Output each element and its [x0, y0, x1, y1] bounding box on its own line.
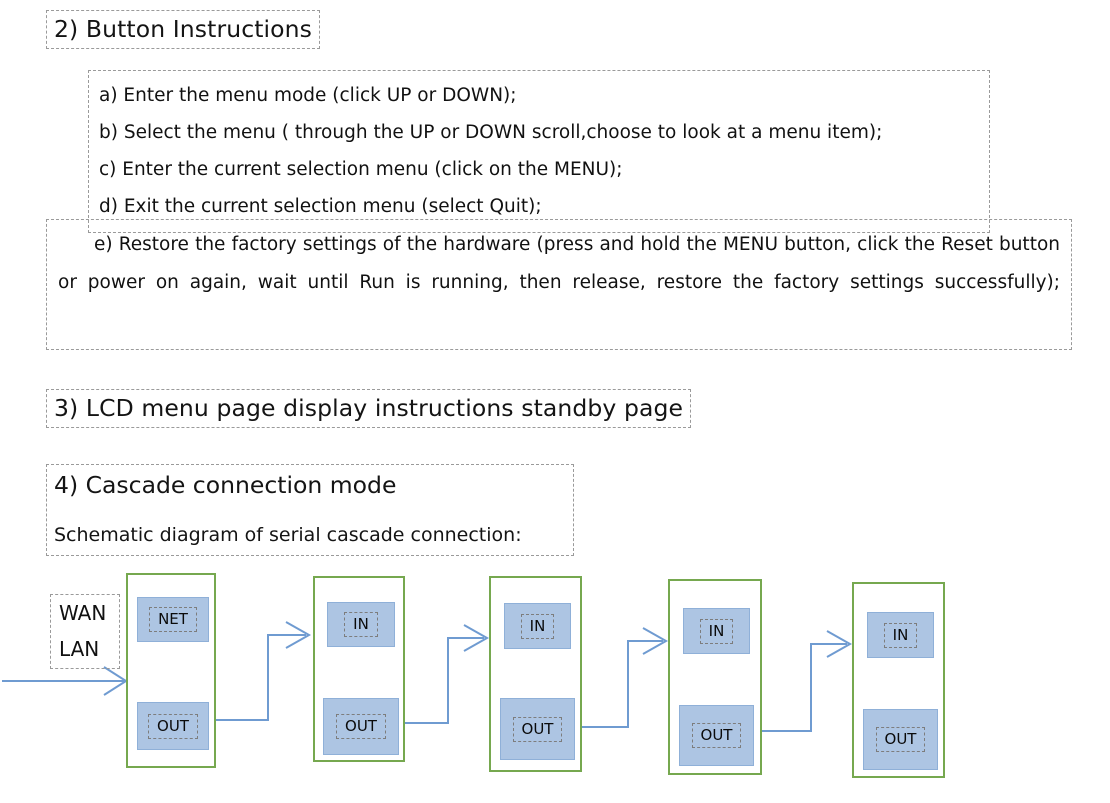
device-2[interactable]: IN OUT [313, 576, 405, 762]
device-3-top-port-label: IN [520, 613, 555, 639]
device-3-bottom-port[interactable]: OUT [500, 698, 575, 760]
device-2-top-port-label: IN [344, 612, 378, 637]
device-2-bottom-port[interactable]: OUT [323, 698, 399, 755]
cascade-diagram: WAN LAN NET OUT IN OUT IN OUT IN [0, 555, 1110, 803]
connector-2-3 [404, 637, 484, 724]
factory-reset-paragraph-box: e) Restore the factory settings of the h… [46, 219, 1072, 350]
list-item-b: b) Select the menu ( through the UP or D… [99, 122, 883, 143]
device-1-top-port[interactable]: NET [137, 597, 209, 642]
device-1-top-port-label: NET [149, 607, 197, 632]
device-3-top-port[interactable]: IN [504, 603, 571, 649]
factory-reset-paragraph: e) Restore the factory settings of the h… [58, 234, 1060, 293]
device-4-top-port[interactable]: IN [683, 608, 750, 654]
device-5-bottom-port-label: OUT [875, 727, 926, 752]
connector-3-4 [580, 640, 663, 728]
device-2-top-port[interactable]: IN [327, 602, 395, 647]
device-1[interactable]: NET OUT [126, 573, 216, 768]
device-5[interactable]: IN OUT [852, 582, 945, 778]
device-3-bottom-port-label: OUT [512, 716, 563, 742]
connector-1-2-arrowhead [285, 621, 312, 649]
section-4-heading: 4) Cascade connection mode [54, 471, 397, 499]
section-4-block: 4) Cascade connection mode Schematic dia… [46, 464, 574, 556]
connector-1-2 [214, 634, 306, 721]
device-2-bottom-port-label: OUT [336, 714, 386, 739]
device-5-bottom-port[interactable]: OUT [863, 709, 938, 770]
device-4[interactable]: IN OUT [668, 579, 762, 775]
list-item-c: c) Enter the current selection menu (cli… [99, 159, 623, 180]
connector-2-3-arrowhead [463, 624, 490, 652]
device-4-bottom-port[interactable]: OUT [679, 705, 754, 766]
connector-3-4-arrowhead [642, 627, 669, 655]
connector-4-5 [761, 643, 847, 732]
wan-lan-source-label: WAN LAN [50, 594, 120, 669]
device-4-top-port-label: IN [699, 618, 734, 644]
lan-label: LAN [59, 637, 100, 661]
device-5-top-port-label: IN [883, 622, 918, 648]
connector-4-5-arrowhead [826, 630, 853, 658]
device-5-top-port[interactable]: IN [867, 612, 934, 658]
device-1-bottom-port[interactable]: OUT [137, 702, 209, 750]
list-item-d: d) Exit the current selection menu (sele… [99, 196, 542, 217]
section-2-heading: 2) Button Instructions [46, 10, 320, 49]
wan-label: WAN [59, 601, 107, 625]
device-3[interactable]: IN OUT [489, 576, 582, 772]
section-4-subtitle: Schematic diagram of serial cascade conn… [54, 524, 522, 546]
button-instructions-list: a) Enter the menu mode (click UP or DOWN… [88, 70, 990, 233]
diagram-connectors [2, 621, 853, 732]
device-1-bottom-port-label: OUT [148, 713, 198, 739]
device-4-bottom-port-label: OUT [691, 723, 742, 748]
section-3-heading: 3) LCD menu page display instructions st… [46, 389, 692, 428]
list-item-a: a) Enter the menu mode (click UP or DOWN… [99, 85, 517, 106]
